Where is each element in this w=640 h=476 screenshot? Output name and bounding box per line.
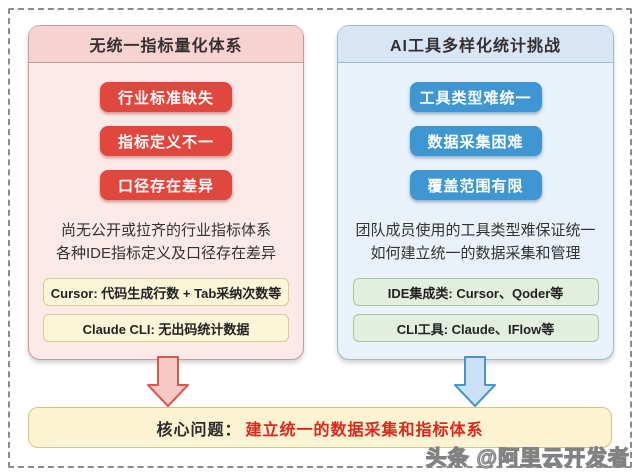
- left-panel-metric-system: 无统一指标量化体系 行业标准缺失 指标定义不一 口径存在差异 尚无公开或拉齐的行…: [28, 25, 304, 360]
- description-line: 团队成员使用的工具类型难保证统一: [355, 222, 596, 239]
- blue-down-arrow-icon: [454, 356, 496, 407]
- description-line: 如何建立统一的数据采集和管理: [370, 245, 581, 262]
- right-panel-body: 工具类型难统一 数据采集困难 覆盖范围有限 团队成员使用的工具类型难保证统一 如…: [338, 63, 613, 342]
- right-panel-description: 团队成员使用的工具类型难保证统一 如何建立统一的数据采集和管理: [338, 219, 613, 265]
- left-panel-description: 尚无公开或拉齐的行业指标体系 各种IDE指标定义及口径存在差异: [29, 219, 303, 265]
- note-chip: Cursor: 代码生成行数 + Tab采纳次数等: [43, 278, 289, 306]
- challenge-badge: 指标定义不一: [100, 126, 232, 156]
- challenge-badge: 口径存在差异: [100, 170, 232, 200]
- conclusion-bar: 核心问题： 建立统一的数据采集和指标体系: [28, 407, 612, 448]
- conclusion-prefix: 核心问题：: [156, 421, 242, 439]
- right-panel-title: AI工具多样化统计挑战: [338, 26, 613, 63]
- note-chip: IDE集成类: Cursor、Qoder等: [352, 278, 599, 306]
- right-panel-notes: IDE集成类: Cursor、Qoder等 CLI工具: Claude、IFlo…: [352, 278, 599, 342]
- left-panel-title: 无统一指标量化体系: [29, 26, 303, 63]
- conclusion-highlight: 建立统一的数据采集和指标体系: [245, 421, 484, 439]
- watermark: 头条 @阿里云开发者: [425, 446, 630, 470]
- challenge-badge: 工具类型难统一: [409, 82, 542, 112]
- note-chip: Claude CLI: 无出码统计数据: [43, 314, 289, 342]
- description-line: 尚无公开或拉齐的行业指标体系: [60, 222, 271, 239]
- red-down-arrow-icon: [147, 356, 189, 407]
- challenge-badge: 行业标准缺失: [100, 82, 232, 112]
- note-chip: CLI工具: Claude、IFlow等: [352, 314, 599, 342]
- description-line: 各种IDE指标定义及口径存在差异: [55, 245, 276, 262]
- left-panel-body: 行业标准缺失 指标定义不一 口径存在差异 尚无公开或拉齐的行业指标体系 各种ID…: [29, 63, 303, 342]
- challenge-badge: 数据采集困难: [409, 126, 542, 156]
- left-panel-notes: Cursor: 代码生成行数 + Tab采纳次数等 Claude CLI: 无出…: [43, 278, 289, 342]
- right-panel-ai-tools: AI工具多样化统计挑战 工具类型难统一 数据采集困难 覆盖范围有限 团队成员使用…: [337, 25, 614, 360]
- challenge-badge: 覆盖范围有限: [409, 170, 542, 200]
